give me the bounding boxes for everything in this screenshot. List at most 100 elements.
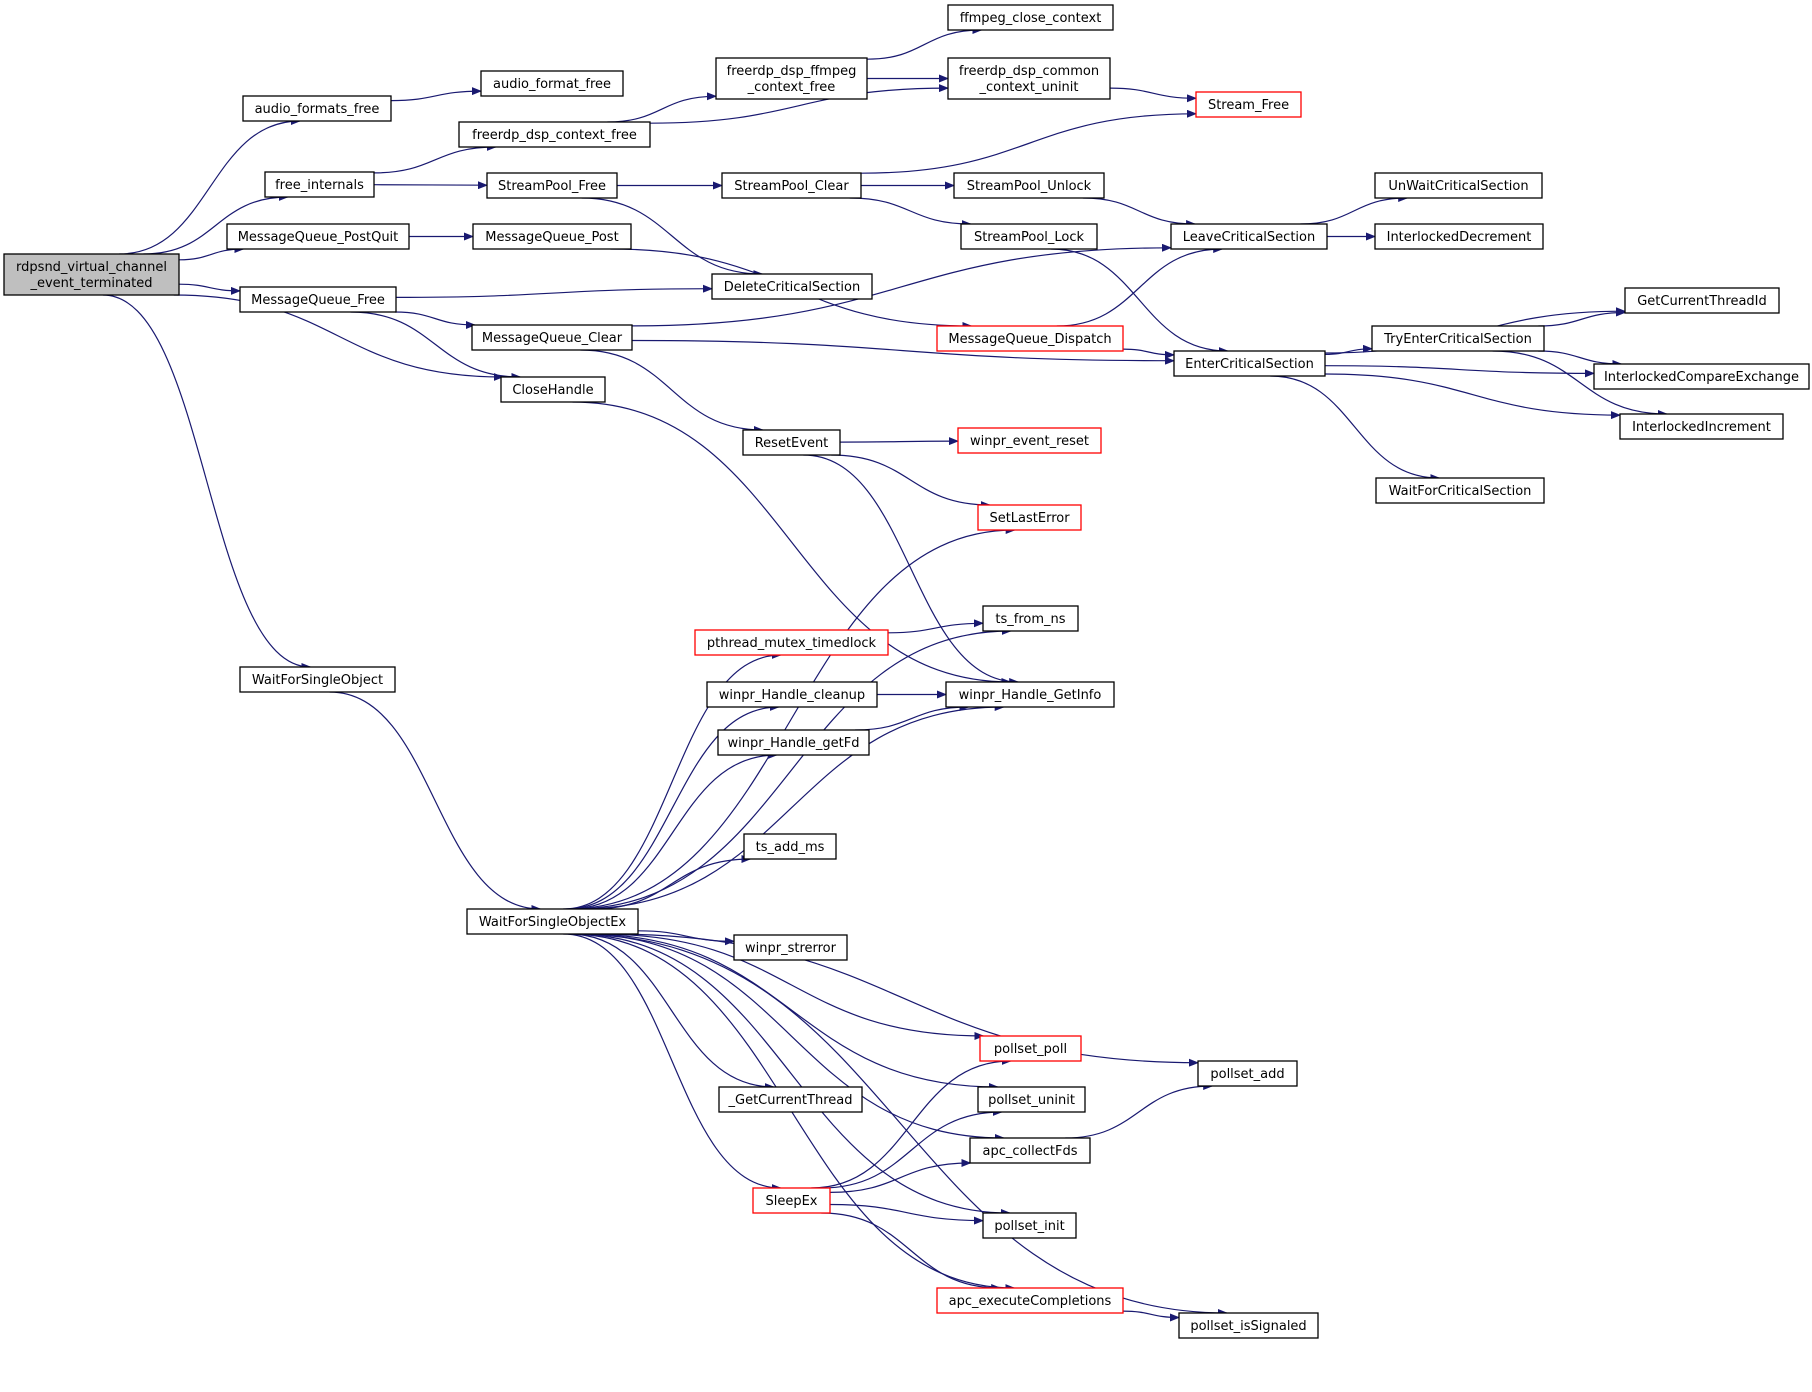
node-winpr_Handle_cleanup[interactable]: winpr_Handle_cleanup — [706, 681, 878, 708]
node-InterlockedDecrement[interactable]: InterlockedDecrement — [1374, 223, 1544, 250]
node-box — [945, 681, 1115, 708]
edge-WaitForSingleObjectEx-to-winpr_Handle_getFd — [569, 751, 778, 910]
node-WaitForSingleObject[interactable]: WaitForSingleObject — [239, 666, 396, 693]
node-box — [458, 121, 651, 148]
node-box — [733, 934, 848, 961]
node-pollset_init[interactable]: pollset_init — [982, 1212, 1077, 1239]
node-StreamPool_Unlock[interactable]: StreamPool_Unlock — [953, 172, 1105, 199]
edge-TryEnterCriticalSection-to-GetCurrentThreadId — [1538, 308, 1626, 327]
edge-ResetEvent-to-winpr_event_reset — [839, 437, 959, 446]
node-WaitForCriticalSection[interactable]: WaitForCriticalSection — [1375, 477, 1545, 504]
node-box — [957, 427, 1102, 454]
edge-StreamPool_Free-to-DeleteCriticalSection — [581, 197, 764, 278]
node-SetLastError[interactable]: SetLastError — [977, 504, 1082, 531]
node-label: WaitForSingleObject — [252, 673, 383, 688]
node-ts_add_ms[interactable]: ts_add_ms — [743, 833, 837, 860]
node-winpr_strerror[interactable]: winpr_strerror — [733, 934, 848, 961]
node-label: CloseHandle — [512, 383, 593, 398]
edge-WaitForSingleObjectEx-to-pollset_uninit — [586, 933, 999, 1091]
node-label: EnterCriticalSection — [1185, 357, 1314, 372]
node-box — [715, 57, 868, 100]
node-pollset_add[interactable]: pollset_add — [1197, 1060, 1298, 1087]
node-ffmpeg_close_context[interactable]: ffmpeg_close_context — [947, 4, 1114, 31]
node-freerdp_dsp_context_free[interactable]: freerdp_dsp_context_free — [458, 121, 651, 148]
edge-free_internals-to-freerdp_dsp_context_free — [373, 143, 497, 174]
node-box — [979, 1035, 1082, 1062]
edge-root-to-audio_formats_free — [119, 117, 301, 255]
node-ResetEvent[interactable]: ResetEvent — [742, 429, 841, 456]
node-winpr_Handle_GetInfo[interactable]: winpr_Handle_GetInfo — [945, 681, 1115, 708]
node-LeaveCriticalSection[interactable]: LeaveCriticalSection — [1170, 223, 1328, 250]
node-_GetCurrentThread[interactable]: _GetCurrentThread — [718, 1086, 863, 1113]
node-label: winpr_event_reset — [970, 434, 1089, 449]
node-StreamPool_Free[interactable]: StreamPool_Free — [486, 172, 618, 199]
node-WaitForSingleObjectEx[interactable]: WaitForSingleObjectEx — [466, 908, 639, 935]
node-box — [1624, 287, 1780, 314]
node-pthread_mutex_timedlock[interactable]: pthread_mutex_timedlock — [694, 629, 889, 656]
node-Stream_Free[interactable]: Stream_Free — [1195, 91, 1302, 118]
node-InterlockedCompareExchange[interactable]: InterlockedCompareExchange — [1593, 363, 1810, 390]
node-label: pollset_poll — [994, 1042, 1067, 1057]
edge-WaitForSingleObjectEx-to-pollset_init — [572, 933, 1011, 1217]
node-label: winpr_Handle_GetInfo — [959, 688, 1102, 703]
node-label: Stream_Free — [1208, 98, 1289, 113]
node-label: StreamPool_Clear — [734, 179, 849, 194]
edge-root-to-MessageQueue_Free — [178, 283, 241, 295]
node-label: TryEnterCriticalSection — [1383, 332, 1532, 347]
node-label: winpr_Handle_cleanup — [719, 688, 865, 703]
node-pollset_poll[interactable]: pollset_poll — [979, 1035, 1082, 1062]
node-StreamPool_Lock[interactable]: StreamPool_Lock — [960, 223, 1098, 250]
node-MessageQueue_Clear[interactable]: MessageQueue_Clear — [471, 324, 633, 351]
node-box — [752, 1187, 831, 1214]
node-freerdp_dsp_common_context_uninit[interactable]: freerdp_dsp_common_context_uninit — [947, 57, 1111, 100]
node-MessageQueue_Dispatch[interactable]: MessageQueue_Dispatch — [936, 325, 1124, 352]
node-label: InterlockedCompareExchange — [1604, 370, 1799, 385]
node-InterlockedIncrement[interactable]: InterlockedIncrement — [1619, 413, 1784, 440]
node-MessageQueue_Post[interactable]: MessageQueue_Post — [472, 223, 632, 250]
node-MessageQueue_PostQuit[interactable]: MessageQueue_PostQuit — [226, 223, 410, 250]
node-winpr_Handle_getFd[interactable]: winpr_Handle_getFd — [717, 729, 870, 756]
node-StreamPool_Clear[interactable]: StreamPool_Clear — [721, 172, 862, 199]
node-label: _GetCurrentThread — [728, 1093, 853, 1108]
node-audio_formats_free[interactable]: audio_formats_free — [242, 95, 392, 122]
edge-MessageQueue_Free-to-MessageQueue_Clear — [394, 311, 476, 329]
node-GetCurrentThreadId[interactable]: GetCurrentThreadId — [1624, 287, 1780, 314]
node-pollset_uninit[interactable]: pollset_uninit — [977, 1086, 1086, 1113]
node-label: SetLastError — [989, 511, 1070, 526]
node-TryEnterCriticalSection[interactable]: TryEnterCriticalSection — [1371, 325, 1545, 352]
node-label: rdpsnd_virtual_channel — [16, 260, 167, 275]
node-box — [480, 70, 624, 97]
node-UnWaitCriticalSection[interactable]: UnWaitCriticalSection — [1374, 172, 1543, 199]
node-free_internals[interactable]: free_internals — [264, 171, 375, 198]
node-box — [242, 95, 392, 122]
node-MessageQueue_Free[interactable]: MessageQueue_Free — [239, 286, 397, 313]
node-box — [982, 1212, 1077, 1239]
node-label: ResetEvent — [755, 436, 829, 451]
node-CloseHandle[interactable]: CloseHandle — [500, 376, 606, 403]
node-DeleteCriticalSection[interactable]: DeleteCriticalSection — [711, 273, 873, 300]
edge-WaitForSingleObjectEx-to-apc_collectFds — [578, 933, 1005, 1142]
node-ts_from_ns[interactable]: ts_from_ns — [982, 605, 1079, 632]
node-pollset_isSignaled[interactable]: pollset_isSignaled — [1178, 1312, 1319, 1339]
node-audio_format_free[interactable]: audio_format_free — [480, 70, 624, 97]
node-label: audio_format_free — [493, 77, 611, 92]
node-box — [1178, 1312, 1319, 1339]
edge-MessageQueue_Free-to-DeleteCriticalSection — [395, 284, 713, 298]
edge-freerdp_dsp_context_free-to-freerdp_dsp_ffmpeg_context_free — [607, 92, 717, 123]
node-label: freerdp_dsp_context_free — [472, 128, 637, 143]
node-winpr_event_reset[interactable]: winpr_event_reset — [957, 427, 1102, 454]
node-apc_executeCompletions[interactable]: apc_executeCompletions — [936, 1287, 1124, 1314]
node-EnterCriticalSection[interactable]: EnterCriticalSection — [1173, 350, 1326, 377]
node-box — [264, 171, 375, 198]
node-label: InterlockedDecrement — [1387, 230, 1532, 245]
node-freerdp_dsp_ffmpeg_context_free[interactable]: freerdp_dsp_ffmpeg_context_free — [715, 57, 868, 100]
node-SleepEx[interactable]: SleepEx — [752, 1187, 831, 1214]
node-apc_collectFds[interactable]: apc_collectFds — [969, 1137, 1091, 1164]
node-box — [969, 1137, 1091, 1164]
node-label: _context_uninit — [978, 80, 1078, 95]
node-label: StreamPool_Lock — [974, 230, 1085, 245]
edge-apc_collectFds-to-pollset_add — [1065, 1082, 1214, 1139]
edge-SleepEx-to-apc_executeCompletions — [821, 1212, 1002, 1292]
edge-root-to-MessageQueue_PostQuit — [178, 245, 245, 261]
